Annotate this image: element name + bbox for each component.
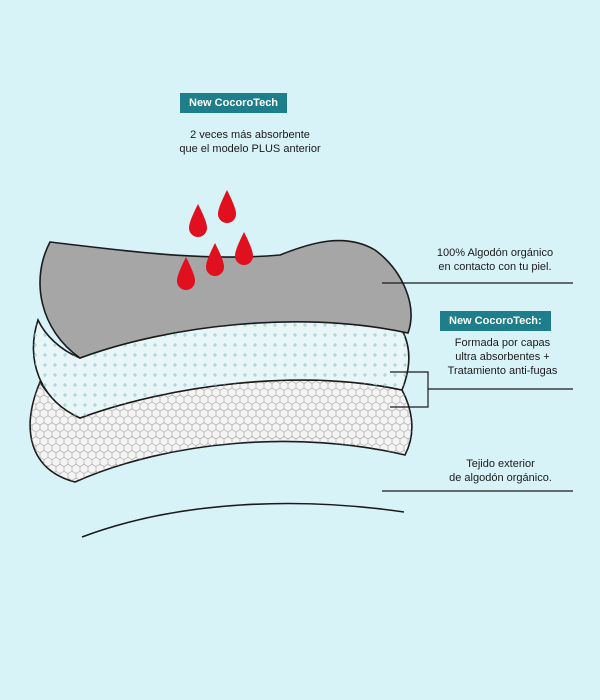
bottom-layer-caption-line1: Tejido exterior [466, 458, 535, 470]
core-bracket [390, 371, 573, 408]
core-caption-line2: ultra absorbentes + [455, 351, 550, 363]
top-layer [39, 239, 412, 359]
blood-drop-icon [206, 243, 224, 276]
bottom-layer-caption: Tejido exterior de algodón orgánico. [428, 457, 573, 485]
bottom-layer-caption-line2: de algodón orgánico. [449, 472, 552, 484]
blood-drop-icon [235, 232, 253, 265]
blood-drop-icon [177, 257, 195, 290]
header-caption: 2 veces más absorbente que el modelo PLU… [150, 128, 350, 156]
blood-drop-icon [189, 204, 207, 237]
top-layer-caption-line2: en contacto con tu piel. [438, 261, 552, 273]
outer-fabric-line [81, 502, 405, 538]
header-badge: New CocoroTech [180, 93, 288, 113]
leader-lines [382, 282, 573, 492]
header-caption-line1: 2 veces más absorbente [190, 129, 310, 141]
core-caption: Formada por capas ultra absorbentes + Tr… [425, 336, 580, 378]
core-caption-line1: Formada por capas [454, 337, 551, 349]
blood-drop-icon [218, 190, 236, 223]
top-layer-caption-line1: 100% Algodón orgánico [436, 247, 554, 259]
core-badge: New CocoroTech: [440, 311, 551, 331]
bottom-layer [29, 379, 413, 483]
header-caption-line2: que el modelo PLUS anterior [179, 143, 321, 155]
core-caption-line3: Tratamiento anti-fugas [447, 365, 558, 377]
top-layer-caption: 100% Algodón orgánico en contacto con tu… [420, 246, 570, 274]
blood-drops [177, 190, 253, 290]
